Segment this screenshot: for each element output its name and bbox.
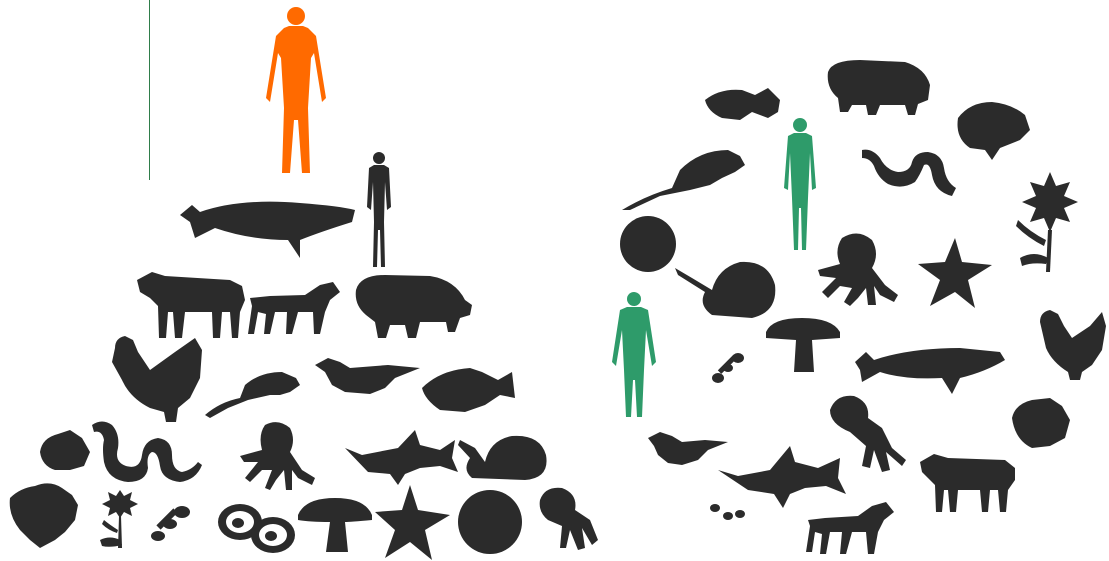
- snake-icon: [92, 422, 202, 483]
- fish-icon: [705, 88, 780, 120]
- mushroom-icon: [766, 318, 840, 372]
- yeast-icon: [710, 504, 745, 520]
- octopus-icon: [818, 233, 898, 306]
- right-circle-panel: [612, 60, 1106, 554]
- octopus-icon: [240, 422, 315, 490]
- snail-icon: [458, 436, 547, 480]
- rat-icon: [622, 150, 745, 210]
- whale-icon: [855, 348, 1005, 394]
- flower-icon: [100, 490, 138, 548]
- pig-icon: [828, 60, 930, 115]
- bird-icon: [315, 358, 420, 394]
- ball-icon: [458, 490, 522, 554]
- chicken-icon: [1040, 310, 1106, 380]
- left-pyramid-panel: [10, 7, 598, 560]
- snail-icon: [675, 262, 775, 318]
- starfish-icon: [375, 485, 450, 560]
- cow-icon: [920, 454, 1015, 512]
- human-icon: [612, 292, 656, 417]
- worm-icon: [151, 506, 190, 541]
- pig-icon: [356, 275, 472, 338]
- human-icon: [784, 118, 816, 250]
- frog-icon: [1012, 398, 1070, 448]
- dog-icon: [806, 502, 894, 554]
- whale-icon: [180, 202, 355, 258]
- flower-icon: [1016, 172, 1078, 272]
- frog-icon: [40, 430, 90, 470]
- chicken-icon: [112, 336, 202, 422]
- shark-icon: [345, 430, 458, 485]
- fish-icon: [422, 368, 515, 412]
- dog-icon: [248, 282, 340, 334]
- jellyfish-icon: [540, 488, 598, 550]
- snake-icon: [862, 150, 956, 196]
- yeast-icon: [218, 504, 295, 553]
- worm-icon: [712, 353, 744, 383]
- shark-icon: [718, 446, 846, 508]
- turtle-icon: [10, 483, 78, 548]
- cow-icon: [137, 272, 245, 338]
- mushroom-icon: [298, 498, 372, 552]
- ball-icon: [620, 216, 676, 272]
- human-icon: [367, 152, 391, 267]
- starfish-icon: [918, 238, 992, 308]
- turtle-icon: [958, 102, 1031, 160]
- human-icon: [266, 7, 326, 173]
- bird-icon: [648, 432, 728, 465]
- jellyfish-icon: [830, 396, 906, 472]
- rat-icon: [205, 372, 300, 418]
